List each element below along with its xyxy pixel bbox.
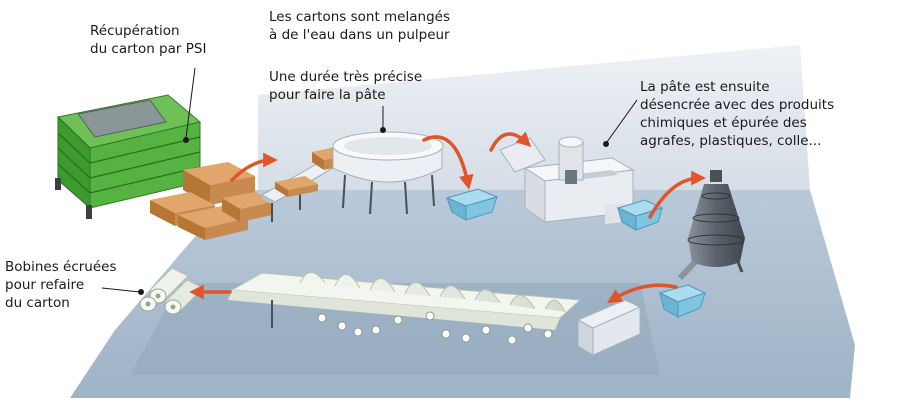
label-line: agrafes, plastiques, colle... [640, 133, 822, 149]
callout-line-bobines [101, 287, 141, 293]
green-recycling-bin [55, 94, 202, 219]
label-line: du carton par PSI [90, 41, 207, 57]
flow-arrow-tank-to-deinker [489, 131, 532, 152]
headbox [576, 299, 642, 356]
blue-tank-1 [445, 188, 499, 221]
pulper-tank [332, 131, 444, 215]
callout-line-desencree [606, 99, 638, 143]
label-line: Récupération [90, 23, 180, 39]
label-line: La pâte est ensuite [640, 79, 770, 95]
label-line: pour refaire [5, 277, 85, 293]
label-line: pour faire la pâte [269, 87, 386, 103]
callout-dot-bobines [138, 289, 144, 295]
label-line: à de l'eau dans un pulpeur [269, 27, 450, 43]
blue-tank-3 [658, 284, 707, 318]
flow-arrow-pulper-to-tank [422, 135, 474, 190]
label-line: du carton [5, 295, 70, 311]
flow-arrow-deinker-to-cone [648, 170, 706, 219]
callout-dot-duree [380, 127, 386, 133]
flow-arrow-bin-to-conveyor [230, 152, 278, 182]
cardboard-stacks [150, 162, 272, 240]
cleaner-cone [677, 170, 745, 281]
callout-dot-recuperation [183, 137, 189, 143]
label-duree: Une durée très précise pour faire la pât… [269, 68, 422, 104]
label-recuperation: Récupération du carton par PSI [90, 22, 206, 58]
deinking-machine [499, 136, 635, 224]
label-line: Les cartons sont melangés [269, 9, 450, 25]
label-bobines: Bobines écruées pour refaire du carton [5, 258, 117, 312]
label-pulpeur: Les cartons sont melangés à de l'eau dan… [269, 8, 450, 44]
label-line: chimiques et épurée des [640, 115, 807, 131]
flow-arrow-cone-to-tank [607, 283, 678, 304]
label-desencree: La pâte est ensuite désencrée avec des p… [640, 78, 834, 150]
label-line: Une durée très précise [269, 69, 423, 85]
label-line: désencrée avec des produits [640, 97, 835, 113]
label-line: Bobines écruées [5, 259, 117, 275]
callout-line-recuperation [185, 67, 196, 139]
callout-dot-desencree [603, 141, 609, 147]
paper-machine-rollers [228, 272, 582, 345]
